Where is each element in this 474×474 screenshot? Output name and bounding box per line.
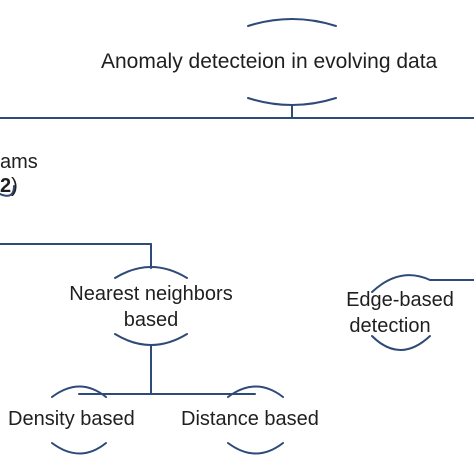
density-top-arc [51,385,107,398]
left-branch-label-line2: 2) [0,174,18,198]
edge-top-arc [371,274,474,293]
root-bottom-arc [247,97,337,106]
root-top-arc [247,18,337,27]
root-node-label: Anomaly detecteion in evolving data [101,50,438,73]
left-branch-label-line1: ams [0,151,38,173]
nearest-bottom-arc [114,333,188,346]
distance-top-arc [227,385,284,398]
left-branch-close-paren: ) [11,175,18,197]
left-branch-bold-number: 2 [0,175,12,197]
density-based-label: Density based [8,408,135,430]
edge-based-label-line2: detection [349,315,431,337]
edge-bottom-arc [371,335,431,351]
nearest-neighbors-label-line2: based [123,309,179,331]
left-branch-bracket [0,185,15,197]
nearest-neighbors-label-line1: Nearest neighbors [69,283,233,305]
distance-bottom-arc [227,442,284,455]
nearest-top-arc [114,266,188,279]
edge-based-label-line1: Edge-based [346,289,454,311]
density-bottom-arc [51,442,107,455]
distance-based-label: Distance based [181,408,319,430]
